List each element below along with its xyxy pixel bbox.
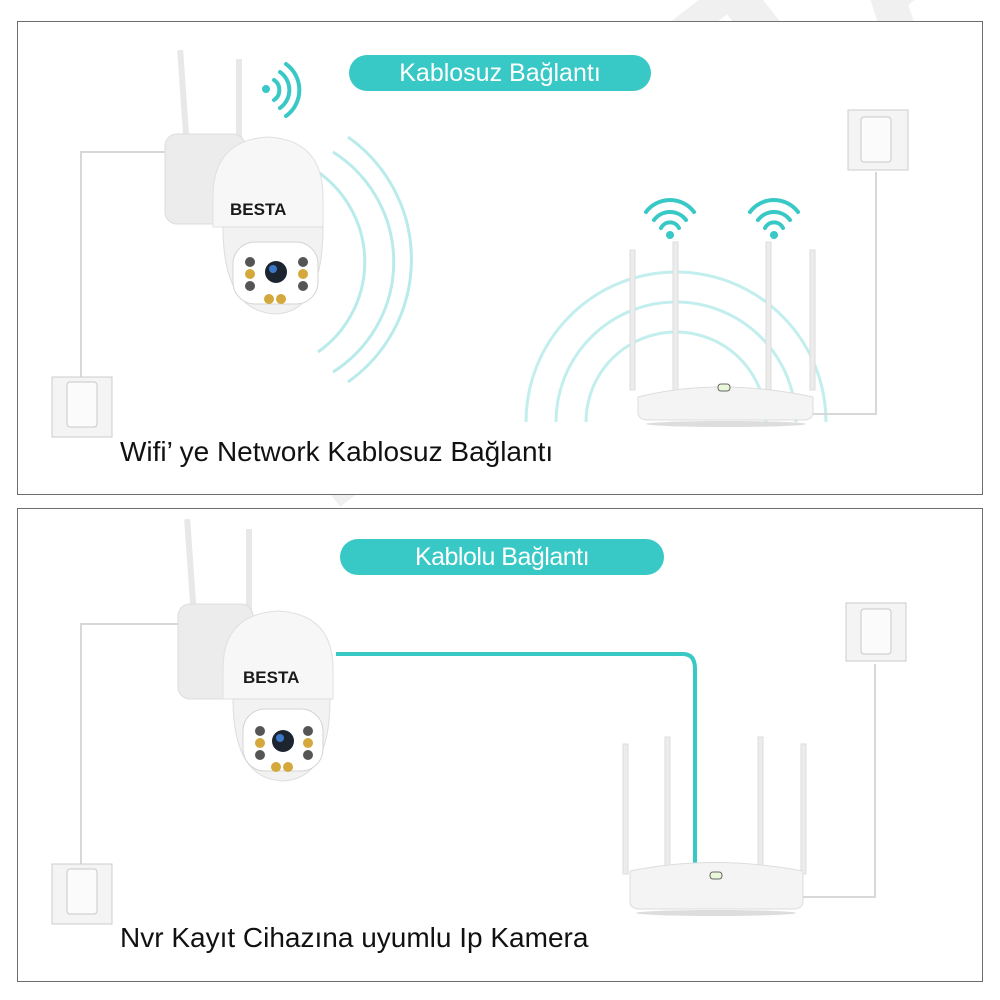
camera-brand-logo: BESTA	[243, 668, 299, 687]
camera-power-cable	[80, 623, 188, 869]
wifi-icon	[644, 198, 696, 239]
router-power-cable	[803, 664, 876, 898]
wifi-signal-icon	[262, 62, 302, 118]
camera-power-cable	[80, 151, 188, 392]
camera-brand-logo: BESTA	[230, 200, 286, 219]
ethernet-cable	[336, 652, 697, 864]
wall-socket-icon	[51, 863, 113, 925]
wired-scene: BESTA	[51, 518, 907, 925]
wireless-connection-panel: BESTA	[17, 21, 983, 495]
wired-connection-panel: BESTA	[17, 508, 983, 982]
ptz-camera-icon: BESTA	[164, 49, 324, 315]
wired-caption: Nvr Kayıt Cihazına uyumlu Ip Kamera	[120, 922, 589, 953]
router-icon	[622, 736, 807, 916]
wireless-scene: BESTA	[51, 49, 909, 438]
router-power-cable	[813, 172, 877, 415]
ptz-camera-icon: BESTA	[177, 518, 334, 782]
wall-socket-icon	[845, 602, 907, 662]
wall-socket-icon	[51, 376, 113, 438]
wifi-icon	[748, 198, 800, 239]
wireless-connection-badge: Kablosuz Bağlantı	[349, 55, 651, 91]
wired-connection-badge: Kablolu Bağlantı	[340, 539, 664, 575]
camera-signal-waves	[317, 135, 413, 384]
router-icon	[629, 241, 816, 427]
wireless-caption: Wifi’ ye Network Kablosuz Bağlantı	[120, 436, 554, 467]
wall-socket-icon	[847, 109, 909, 171]
